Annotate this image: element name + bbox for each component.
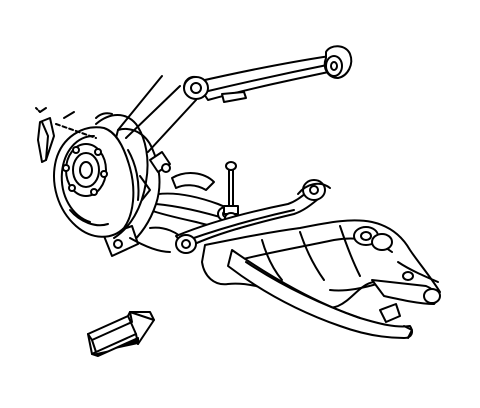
direction-arrow-icon [87, 311, 155, 357]
upper-arm-bushing-icon [183, 45, 353, 103]
stabilizer-link-icon [223, 161, 239, 224]
hub-rotor-icon [53, 111, 149, 239]
lug-nut-icon [37, 107, 55, 163]
callout-lines [35, 75, 197, 153]
upper-control-arm-icon [175, 179, 331, 254]
rear-subframe-icon [201, 219, 441, 339]
